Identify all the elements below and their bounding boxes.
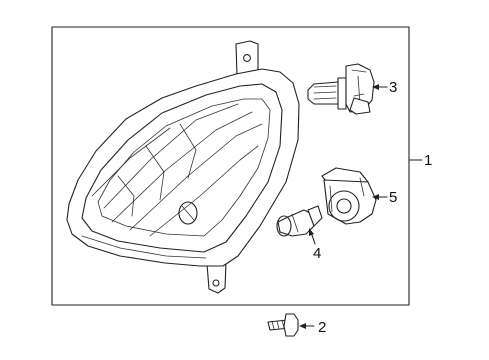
assembly-frame	[51, 26, 410, 306]
headlamp-housing	[66, 40, 300, 294]
callout-1: 1	[424, 152, 432, 169]
callout-2: 2	[318, 319, 326, 336]
screw	[267, 313, 299, 337]
leader-lines	[299, 84, 388, 329]
wedge-bulb	[276, 205, 323, 237]
main-bulb	[307, 63, 375, 115]
callout-4: 4	[313, 245, 321, 262]
callout-5: 5	[389, 189, 397, 206]
callout-3: 3	[389, 79, 397, 96]
bulb-socket	[321, 167, 377, 225]
